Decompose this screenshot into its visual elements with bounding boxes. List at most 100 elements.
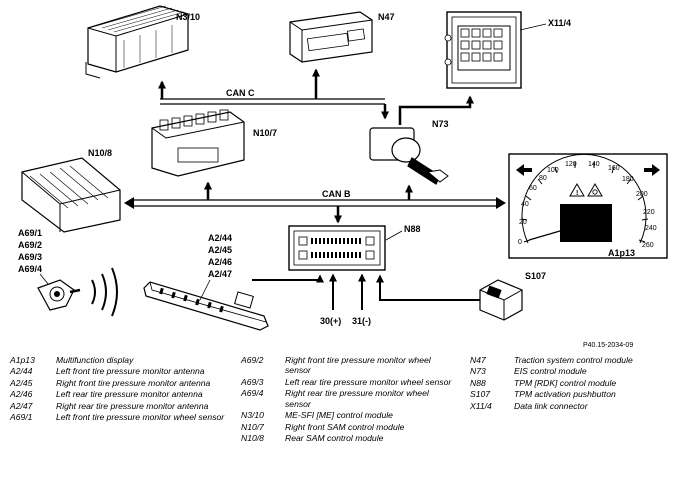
legend-code: N3/10 [241,410,264,421]
legend-description: Right rear tire pressure monitor wheel s… [285,388,429,409]
label-a2-46: A2/46 [208,257,232,267]
label-s107: S107 [525,271,546,281]
label-a2-47: A2/47 [208,269,232,279]
legend-code: N73 [470,366,486,377]
legend-code: N47 [470,355,486,365]
gauge-tick-260: 260 [642,242,654,249]
gauge-tick-100: 100 [547,167,559,174]
legend-item: A69/3 Left rear tire pressure monitor whe… [241,377,455,387]
label-a69-4: A69/4 [18,264,42,274]
gauge-tick-40: 40 [521,201,529,208]
legend-item: A2/45 Right front tire pressure monitor a… [10,378,228,388]
can-b-label: CAN B [322,189,351,199]
gauge-tick-200: 200 [636,191,648,198]
label-n10-8: N10/8 [88,148,112,158]
s107-pushbutton [479,279,523,321]
legend-code: N10/8 [241,433,264,444]
n88-module [288,225,386,271]
gauge-tick-180: 180 [622,176,634,183]
label-n10-7: N10/7 [253,128,277,138]
display-screen [560,204,612,242]
legend-item: N3/10 ME-SFI [ME] control module [241,410,455,420]
n10-8-module [21,157,121,233]
legend-description: ME-SFI [ME] control module [285,410,393,421]
antenna [143,281,269,331]
label-x11-4: X11/4 [548,18,571,28]
legend-description: Right front SAM control module [285,421,405,432]
label-n88: N88 [404,224,421,234]
turn-right-icon [644,164,660,176]
legend-code: A2/46 [10,389,33,400]
legend-code: A2/44 [10,366,33,377]
label-a2-44: A2/44 [208,233,232,243]
legend-description: Right rear tire pressure monitor antenna [56,400,209,411]
legend-item: N88 TPM [RDK] control module [470,378,670,388]
gauge-needle [528,223,585,241]
label-terminal-30: 30(+) [320,316,341,326]
legend-code: A69/1 [10,412,33,423]
gauge-tick-220: 220 [643,209,655,216]
legend-code: N88 [470,377,486,388]
svg-text:!: ! [576,190,578,197]
warning-icon [569,183,585,197]
legend-item: A69/4 Right rear tire pressure monitor wh… [241,388,455,409]
gauge-tick-160: 160 [608,165,620,172]
radio-waves [91,267,118,317]
gauge-tick-80: 80 [539,175,547,182]
gauge-tick-240: 240 [645,225,657,232]
legend-item: S107 TPM activation pushbutton [470,389,670,399]
gauge-tick-140: 140 [588,161,600,168]
n10-7-module [151,109,245,177]
legend-description: EIS control module [514,366,587,377]
legend-description: Data link connector [514,400,588,411]
legend-item: A69/1 Left front tire pressure monitor wh… [10,412,228,422]
legend-item: A1p13 Multifunction display [10,355,228,365]
legend-code: A2/45 [10,377,33,388]
legend-description: TPM [RDK] control module [514,377,617,388]
label-terminal-31: 31(-) [352,316,371,326]
legend-item: N73 EIS control module [470,366,670,376]
legend-code: A69/4 [241,388,264,399]
legend-description: Left rear tire pressure monitor antenna [56,389,203,400]
legend-description: Left rear tire pressure monitor wheel se… [285,376,452,387]
tire-warning-icon [587,183,603,197]
label-n3-10: N3/10 [176,12,200,22]
label-a2-45: A2/45 [208,245,232,255]
label-a69-3: A69/3 [18,252,42,262]
can-c-label: CAN C [226,88,255,98]
legend-code: S107 [470,389,491,400]
gauge-tick-120: 120 [565,161,577,168]
legend-code: A69/3 [241,376,264,387]
label-a1p13: A1p13 [608,248,635,258]
legend-item: X11/4 Data link connector [470,401,670,411]
a1p13-display: 0 20 40 60 80 100 120 140 160 180 200 22… [508,153,668,259]
legend-description: TPM activation pushbutton [514,389,616,400]
label-a69-1: A69/1 [18,228,42,238]
legend-description: Left front tire pressure monitor wheel s… [56,412,225,423]
n88-inputs [252,273,480,310]
n47-module [289,11,373,63]
legend-code: A1p13 [10,355,35,365]
label-n47: N47 [378,12,395,22]
legend-description: Multifunction display [56,355,134,365]
legend-item: A2/46 Left rear tire pressure monitor ant… [10,389,228,399]
label-a69-2: A69/2 [18,240,42,250]
legend-description: Right front tire pressure monitor antenn… [56,377,211,388]
gauge-tick-60: 60 [529,185,537,192]
legend-code: A69/2 [241,355,264,365]
legend-code: X11/4 [470,400,492,411]
turn-left-icon [516,164,532,176]
gauge-tick-0: 0 [518,239,522,246]
x11-4-connector [444,11,522,89]
gauge-tick-20: 20 [519,219,527,226]
can-c-bus [158,68,474,125]
